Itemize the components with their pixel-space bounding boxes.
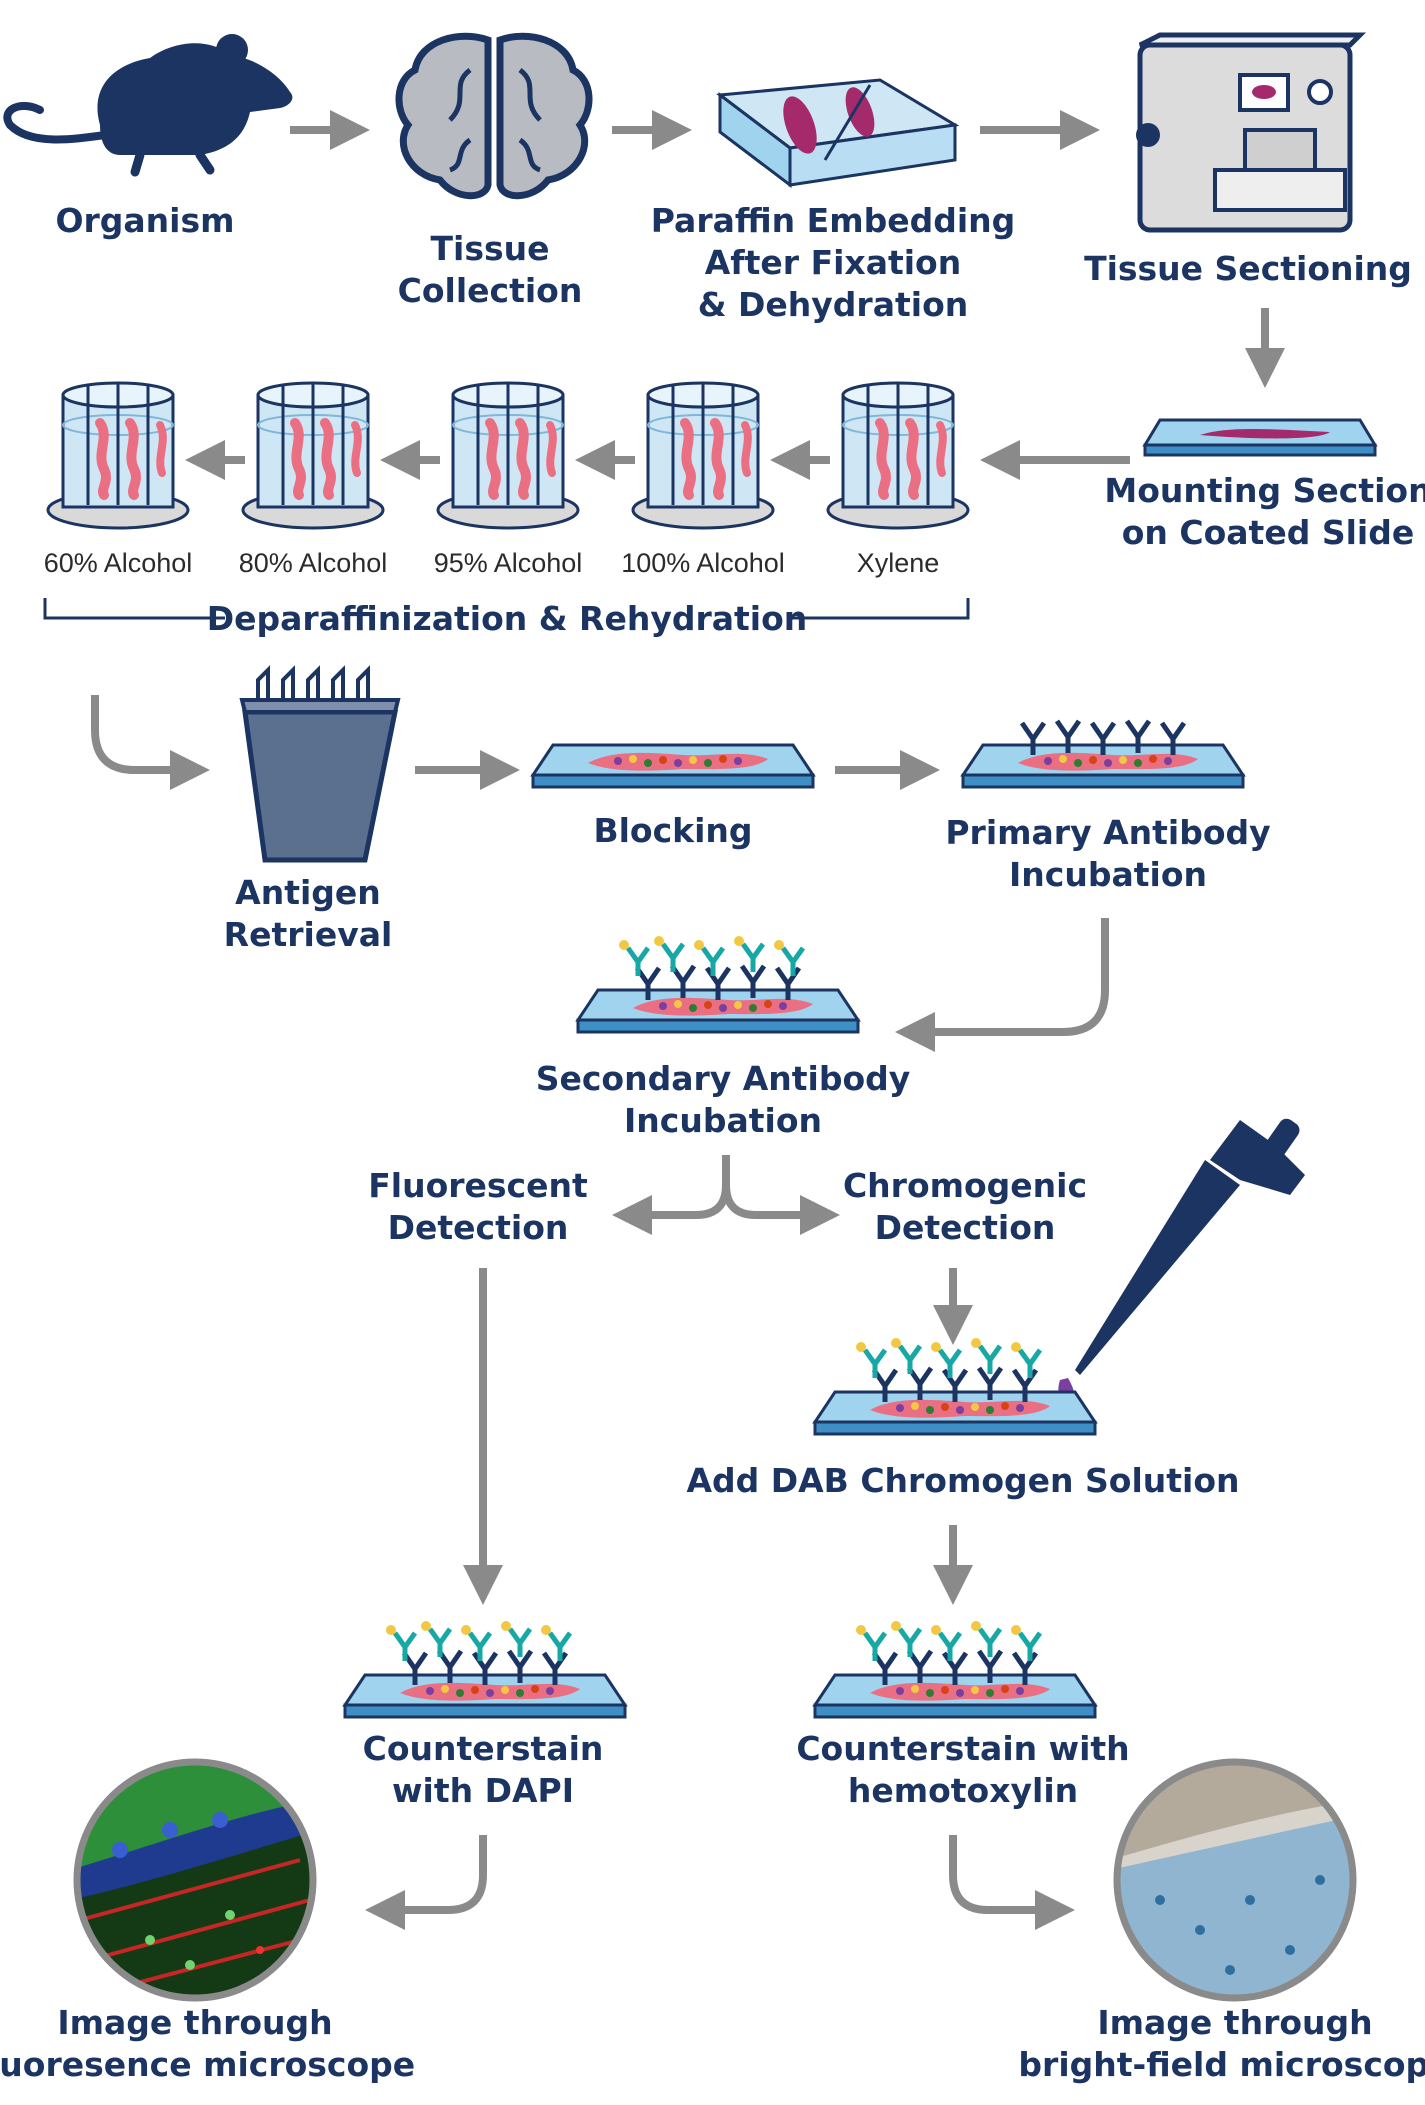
paraffin-block-icon <box>716 78 960 189</box>
dapi-line1: Counterstain <box>362 1729 604 1768</box>
flow-arrow <box>722 1155 840 1235</box>
hemo-line1: Counterstain with <box>796 1729 1130 1768</box>
brain-icon <box>395 32 593 200</box>
label-counterstain-hemo: Counterstain with hemotoxylin <box>796 1728 1129 1812</box>
jar-label-xylene: Xylene <box>856 548 940 578</box>
antigen-line1: Antigen <box>235 873 381 912</box>
flow-arrow <box>949 1835 1075 1930</box>
secondary-line2: Incubation <box>624 1101 822 1140</box>
chromogenic-line2: Detection <box>874 1208 1056 1247</box>
pipette-icon <box>1058 1118 1305 1406</box>
blocking-slide-icon <box>531 743 815 789</box>
jar-label-100: 100% Alcohol <box>621 548 785 578</box>
bracket-line <box>43 598 970 620</box>
secondary-line1: Secondary Antibody <box>535 1059 911 1098</box>
secondary-antibody-slide-icon <box>576 936 860 1034</box>
dab-text: Add DAB Chromogen Solution <box>686 1461 1240 1500</box>
image-bright-line2: bright-field microscope <box>1018 2045 1425 2084</box>
label-antigen: Antigen Retrieval <box>224 872 393 956</box>
mounting-line1: Mounting Section <box>1104 471 1425 510</box>
mounting-line2: on Coated Slide <box>1121 513 1415 552</box>
label-chromogenic: Chromogenic Detection <box>843 1165 1087 1249</box>
jar-label-80: 80% Alcohol <box>238 548 388 578</box>
antigen-line2: Retrieval <box>223 915 393 954</box>
chromogenic-line1: Chromogenic <box>842 1166 1088 1205</box>
tissue-collection-line1: Tissue <box>430 229 550 268</box>
bracket-text: Deparaffinization & Rehydration <box>206 599 808 638</box>
hemotoxylin-slide-icon <box>813 1621 1097 1719</box>
label-primary: Primary Antibody Incubation <box>945 812 1270 896</box>
image-bright-line1: Image through <box>1097 2003 1373 2042</box>
organism-text: Organism <box>55 201 235 240</box>
jar-label-95: 95% Alcohol <box>433 548 583 578</box>
sectioning-text: Tissue Sectioning <box>1084 249 1412 288</box>
jar-label-60: 60% Alcohol <box>43 548 193 578</box>
label-image-fluor: Image through fluoresence microscope <box>0 2002 415 2086</box>
label-mounting: Mounting Section on Coated Slide <box>1104 470 1425 554</box>
dab-slide-icon <box>813 1338 1097 1436</box>
primary-line2: Incubation <box>1009 855 1207 894</box>
jar-xylene <box>828 383 968 528</box>
label-counterstain-dapi: Counterstain with DAPI <box>363 1728 604 1812</box>
primary-antibody-slide-icon <box>961 721 1245 789</box>
primary-line1: Primary Antibody <box>945 813 1271 852</box>
jar-100-alcohol <box>633 383 773 528</box>
bright-field-image <box>1113 1758 1357 2002</box>
label-blocking: Blocking <box>593 810 752 852</box>
fluorescent-line1: Fluorescent <box>368 1166 588 1205</box>
blocking-text: Blocking <box>593 811 753 850</box>
hemo-line2: hemotoxylin <box>847 1771 1079 1810</box>
microtome-icon <box>1136 32 1367 233</box>
label-tissue-collection: Tissue Collection <box>398 228 583 312</box>
flow-arrow <box>365 1835 487 1930</box>
label-image-bright: Image through bright-field microscope <box>1018 2002 1425 2086</box>
mounting-slide-icon <box>1142 418 1378 457</box>
label-paraffin: Paraffin Embedding After Fixation & Dehy… <box>651 200 1016 326</box>
antigen-retrieval-icon <box>239 665 401 863</box>
mouse-icon <box>3 34 293 177</box>
label-fluorescent: Fluorescent Detection <box>368 1165 588 1249</box>
jar-60-alcohol <box>48 383 188 528</box>
jar-80-alcohol <box>243 383 383 528</box>
tissue-collection-line2: Collection <box>397 271 583 310</box>
dapi-slide-icon <box>343 1621 627 1719</box>
label-bracket: Deparaffinization & Rehydration <box>207 598 808 640</box>
label-organism: Organism <box>55 200 234 242</box>
flow-arrow <box>895 918 1109 1052</box>
label-dab: Add DAB Chromogen Solution <box>686 1460 1239 1502</box>
paraffin-line1: Paraffin Embedding <box>650 201 1016 240</box>
jar-95-alcohol <box>438 383 578 528</box>
flow-arrow <box>91 695 210 790</box>
flow-arrow <box>612 1155 730 1235</box>
paraffin-line2: After Fixation <box>704 243 962 282</box>
paraffin-line3: & Dehydration <box>697 285 969 324</box>
fluorescence-image <box>73 1758 317 2002</box>
image-fluor-line1: Image through <box>57 2003 333 2042</box>
label-sectioning: Tissue Sectioning <box>1084 248 1412 290</box>
fluorescent-line2: Detection <box>387 1208 569 1247</box>
image-fluor-line2: fluoresence microscope <box>0 2045 416 2084</box>
label-secondary: Secondary Antibody Incubation <box>536 1058 911 1142</box>
dapi-line2: with DAPI <box>392 1771 574 1810</box>
